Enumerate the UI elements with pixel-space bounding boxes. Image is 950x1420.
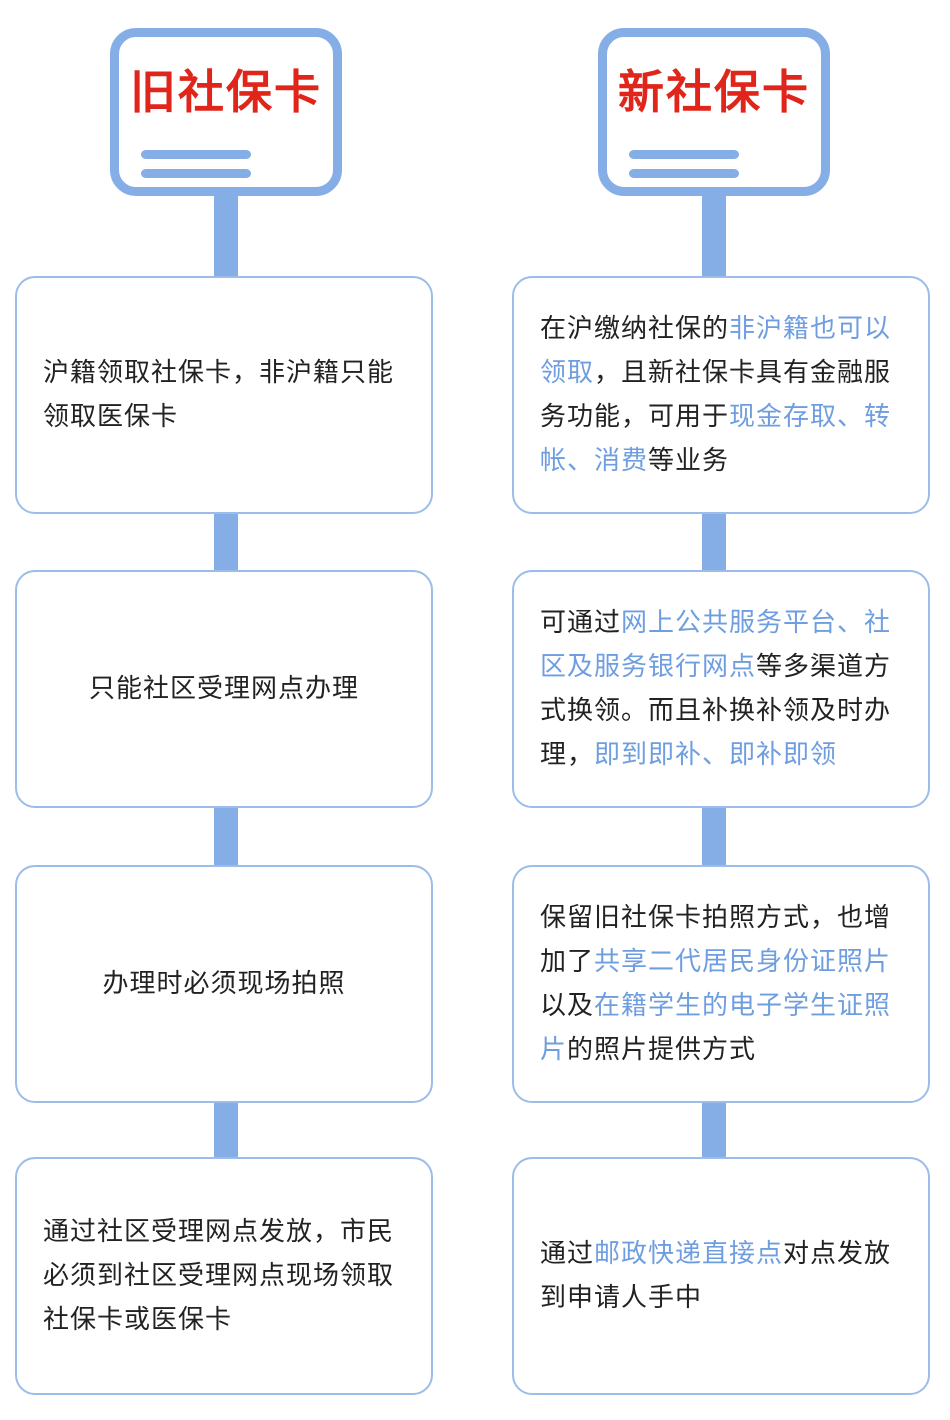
new-card-feature-box: 可通过网上公共服务平台、社区及服务银行网点等多渠道方式换领。而且补换补领及时办理… [512,570,930,808]
text-segment: 的照片提供方式 [567,1035,757,1065]
text-segment: 通过 [540,1239,595,1269]
old-card-feature-box: 沪籍领取社保卡，非沪籍只能领取医保卡 [15,276,433,514]
old-card-feature-text: 通过社区受理网点发放，市民必须到社区受理网点现场领取社保卡或医保卡 [43,1210,405,1342]
old-card-feature-text: 沪籍领取社保卡，非沪籍只能领取医保卡 [43,351,405,439]
old-card-column: 旧社保卡 沪籍领取社保卡，非沪籍只能领取医保卡 只能社区受理网点办理 办理时必须… [15,0,435,1420]
highlight-segment: 网上公共服务平台、社区及服务银行网点 [540,608,892,682]
new-card-title: 新社保卡 [618,65,810,119]
highlight-segment: 在籍学生的电子学生证照片 [540,991,892,1065]
new-card-feature-box: 保留旧社保卡拍照方式，也增加了共享二代居民身份证照片以及在籍学生的电子学生证照片… [512,865,930,1103]
text-segment: 办理时必须现场拍照 [102,969,346,999]
card-stripe [141,150,251,159]
highlight-segment: 即到即补、即补即领 [594,740,838,770]
new-card-feature-box: 在沪缴纳社保的非沪籍也可以领取，且新社保卡具有金融服务功能，可用于现金存取、转帐… [512,276,930,514]
card-stripe [629,169,739,178]
old-card-feature-box: 办理时必须现场拍照 [15,865,433,1103]
card-stripe [629,150,739,159]
text-segment: 可通过 [540,608,622,638]
old-card-header: 旧社保卡 [110,28,342,196]
new-card-feature-text: 在沪缴纳社保的非沪籍也可以领取，且新社保卡具有金融服务功能，可用于现金存取、转帐… [540,307,902,483]
highlight-segment: 现金存取、转帐、消费 [540,402,892,476]
highlight-segment: 共享二代居民身份证照片 [594,947,892,977]
text-segment: 保留旧社保卡拍照方式，也增加了 [540,903,892,977]
new-card-feature-box: 通过邮政快递直接点对点发放到申请人手中 [512,1157,930,1395]
old-card-feature-box: 通过社区受理网点发放，市民必须到社区受理网点现场领取社保卡或医保卡 [15,1157,433,1395]
text-segment: 沪籍领取社保卡，非沪籍只能领取医保卡 [43,358,395,432]
card-stripe [141,169,251,178]
text-segment: ，且新社保卡具有金融服务功能，可用于 [540,358,892,432]
old-card-feature-box: 只能社区受理网点办理 [15,570,433,808]
new-card-column: 新社保卡 在沪缴纳社保的非沪籍也可以领取，且新社保卡具有金融服务功能，可用于现金… [512,0,932,1420]
text-segment: 在沪缴纳社保的 [540,314,730,344]
text-segment: 等多渠道方式换领。而且补换补领及时办理， [540,652,892,770]
highlight-segment: 邮政快递直接点 [594,1239,784,1269]
new-card-header: 新社保卡 [598,28,830,196]
text-segment: 只能社区受理网点办理 [88,674,359,704]
new-card-feature-text: 可通过网上公共服务平台、社区及服务银行网点等多渠道方式换领。而且补换补领及时办理… [540,601,902,777]
old-card-feature-text: 办理时必须现场拍照 [102,962,345,1006]
text-segment: 通过社区受理网点发放，市民必须到社区受理网点现场领取社保卡或医保卡 [43,1217,395,1335]
text-segment: 对点发放到申请人手中 [540,1239,892,1313]
old-card-title: 旧社保卡 [130,65,322,119]
old-card-feature-text: 只能社区受理网点办理 [89,667,359,711]
text-segment: 等业务 [648,446,730,476]
new-card-feature-text: 保留旧社保卡拍照方式，也增加了共享二代居民身份证照片以及在籍学生的电子学生证照片… [540,896,902,1072]
highlight-segment: 非沪籍也可以领取 [540,314,892,388]
text-segment: 以及 [540,991,595,1021]
new-card-feature-text: 通过邮政快递直接点对点发放到申请人手中 [540,1232,902,1320]
